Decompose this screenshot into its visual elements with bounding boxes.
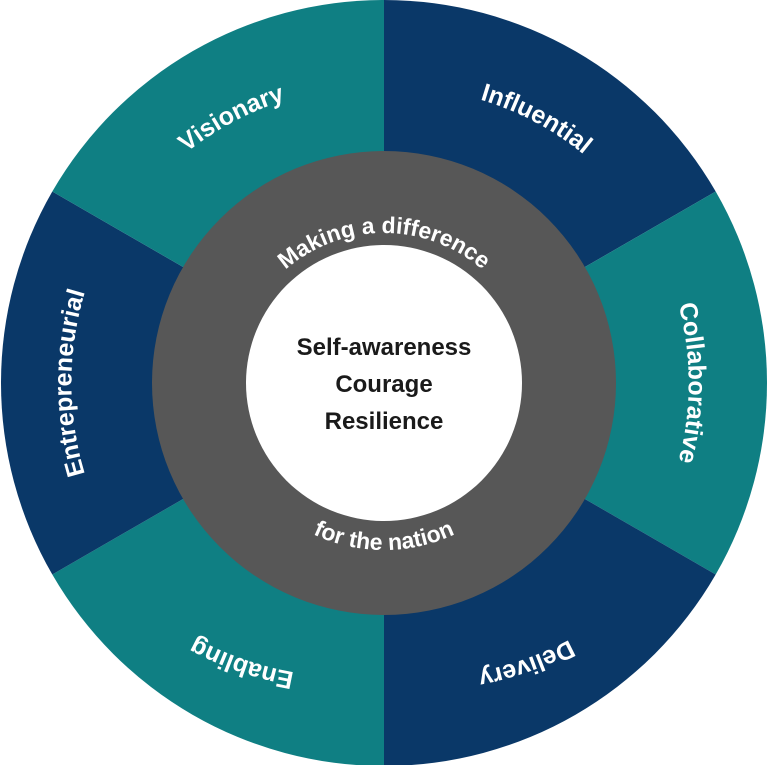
core-circle — [246, 245, 522, 521]
core-line-self-awareness: Self-awareness — [297, 334, 472, 361]
core-line-resilience: Resilience — [325, 408, 444, 435]
core-line-courage: Courage — [335, 371, 432, 398]
